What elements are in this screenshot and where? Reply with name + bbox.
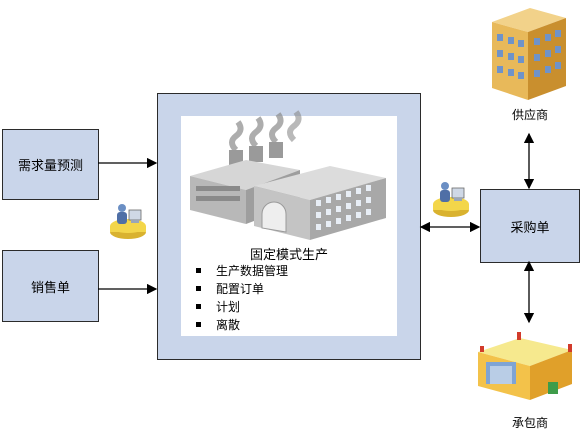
feature-list: 生产数据管理 配置订单 计划 离散	[196, 262, 288, 334]
sales-order-box[interactable]: 销售单	[2, 250, 99, 322]
contractor-label: 承包商	[511, 416, 548, 430]
feature-item: 计划	[196, 298, 288, 316]
feature-item: 生产数据管理	[196, 262, 288, 280]
purchase-order-label: 采购单	[510, 220, 550, 236]
feature-item: 离散	[196, 316, 288, 334]
feature-item: 配置订单	[196, 280, 288, 298]
purchase-order-box[interactable]: 采购单	[480, 189, 580, 263]
supplier-label: 供应商	[511, 108, 548, 122]
demand-forecast-label: 需求量预测	[17, 159, 83, 174]
demand-forecast-box[interactable]: 需求量预测	[2, 129, 99, 200]
sales-order-label: 销售单	[30, 280, 70, 296]
production-title: 固定模式生产	[249, 248, 328, 263]
